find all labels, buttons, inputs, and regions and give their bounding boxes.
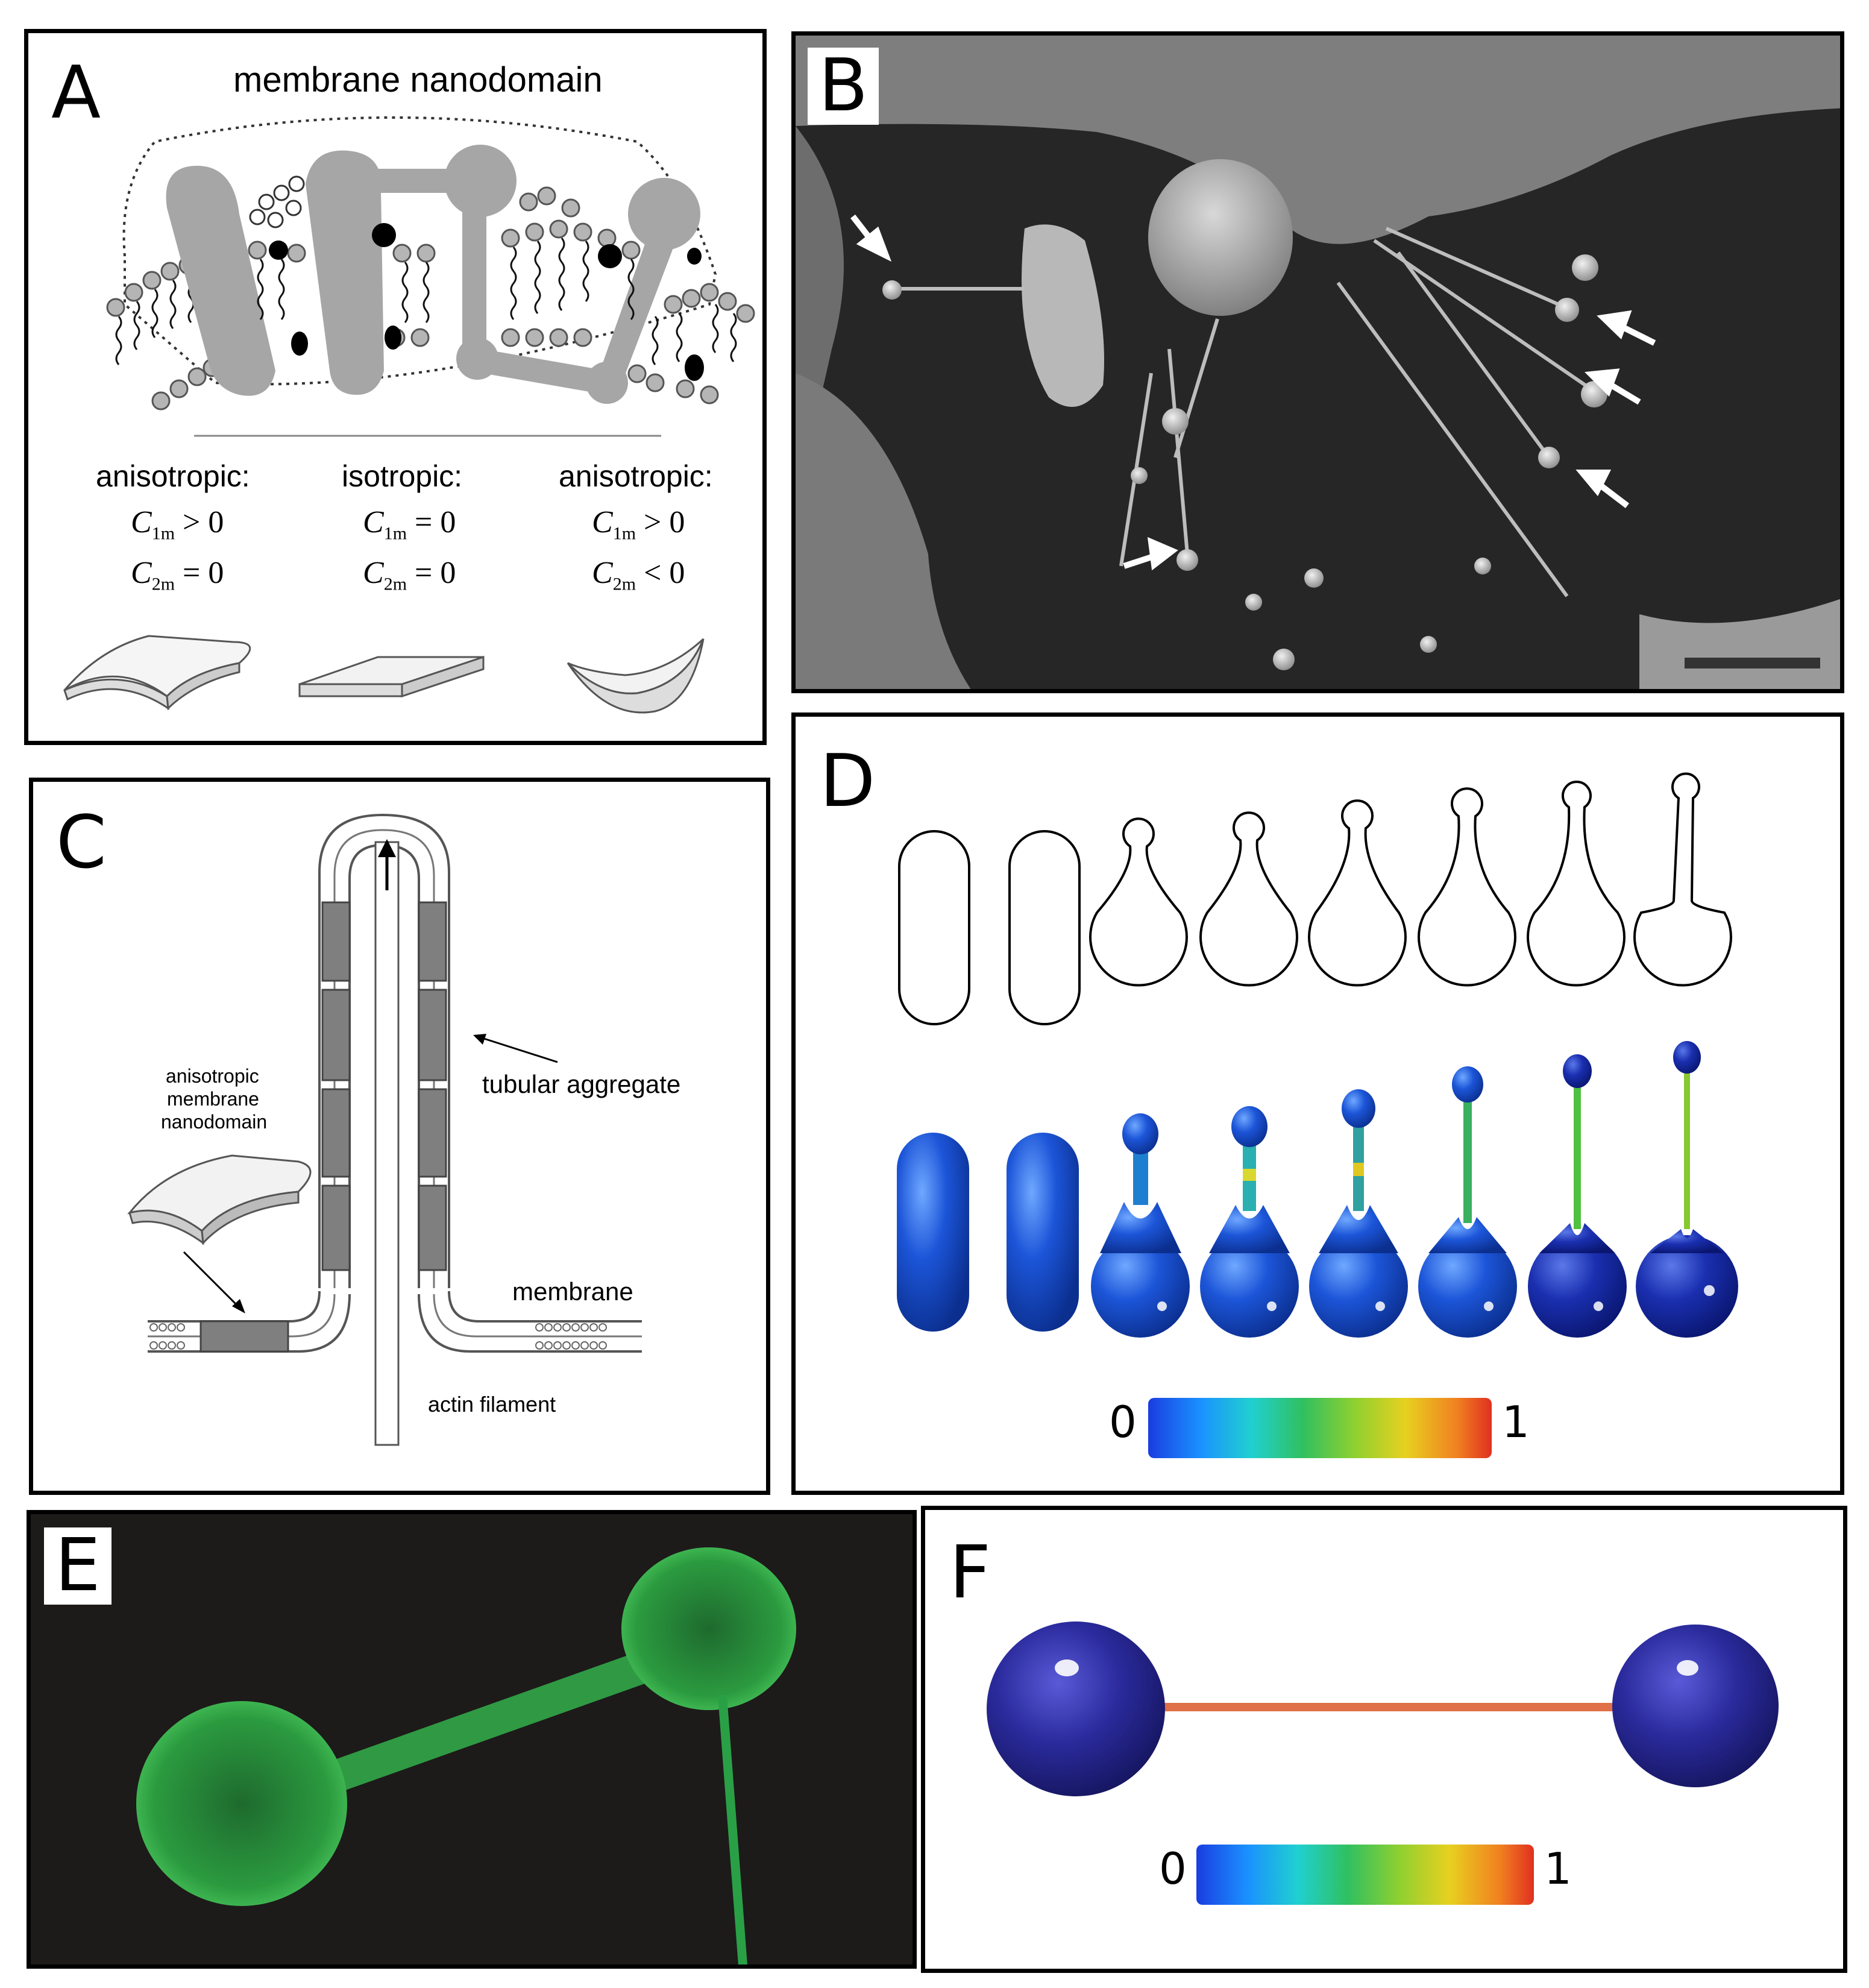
colorbar-d	[1148, 1398, 1492, 1458]
actin-filament-label: actin filament	[428, 1392, 556, 1417]
col1-type: anisotropic:	[96, 459, 250, 493]
colorbar-f-max: 1	[1544, 1843, 1572, 1894]
col2-c1: C1m = 0	[363, 505, 456, 544]
colorbar-d-min: 0	[1109, 1397, 1137, 1447]
nanodomain-label-2: membrane	[167, 1088, 259, 1110]
panel-a-label: A	[51, 51, 101, 135]
col3-c1: C1m > 0	[592, 505, 685, 544]
col1-c1: C1m > 0	[131, 505, 224, 544]
panel-f-label: F	[949, 1531, 991, 1615]
panel-c: C	[29, 778, 770, 1495]
nanodomain-label-3: nanodomain	[161, 1111, 268, 1133]
fluorescence-image	[31, 1514, 913, 1964]
shape-sequence	[897, 772, 1738, 1458]
panel-c-label: C	[56, 801, 107, 885]
panel-b-label: B	[808, 48, 879, 125]
panel-d-label: D	[820, 740, 876, 823]
nanodomain-illustration	[106, 116, 755, 437]
colorbar-d-max: 1	[1502, 1397, 1530, 1447]
col2-c2: C2m = 0	[363, 556, 456, 594]
panel-e: E	[27, 1510, 917, 1969]
dumbbell-simulation	[987, 1622, 1779, 1905]
tubular-protrusion-schematic	[127, 813, 642, 1446]
col2-type: isotropic:	[342, 459, 463, 493]
colorbar-f-min: 0	[1159, 1843, 1187, 1894]
nanodomain-label-1: anisotropic	[166, 1065, 259, 1087]
col3-type: anisotropic:	[559, 459, 713, 493]
panel-a: A membrane nanodomain	[24, 29, 767, 745]
panel-a-title: membrane nanodomain	[233, 60, 603, 99]
membrane-label: membrane	[512, 1277, 633, 1306]
panel-e-label: E	[44, 1527, 112, 1605]
sem-micrograph	[796, 36, 1840, 689]
colorbar-f	[1196, 1845, 1534, 1905]
tubular-aggregate-label: tubular aggregate	[482, 1070, 681, 1098]
panel-f: F 0 1	[921, 1506, 1847, 1973]
panel-b: B	[791, 31, 1844, 693]
panel-d: D	[791, 712, 1844, 1495]
col3-c2: C2m < 0	[592, 556, 685, 594]
col1-c2: C2m = 0	[131, 556, 224, 594]
